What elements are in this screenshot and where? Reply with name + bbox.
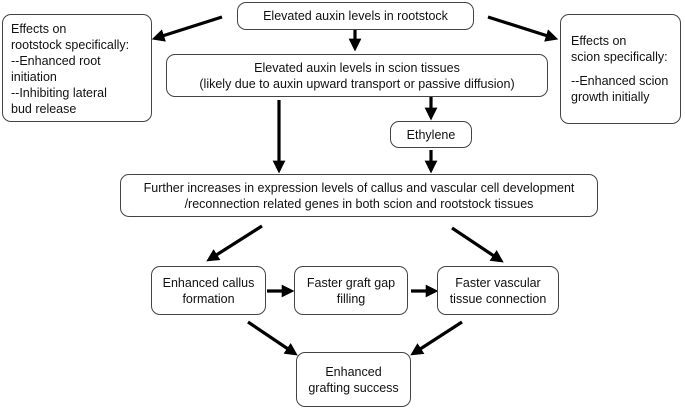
rootstock-effects-line-6: bud release bbox=[11, 102, 77, 116]
rootstock-auxin-label: Elevated auxin levels in rootstock bbox=[263, 9, 448, 23]
scion-effects-box: Effects on scion specifically: --Enhance… bbox=[560, 14, 681, 124]
rootstock-effects-line-5: --Inhibiting lateral bbox=[11, 86, 107, 100]
gene-expression-line-1: Further increases in expression levels o… bbox=[143, 180, 575, 195]
rootstock-effects-line-4: initiation bbox=[11, 70, 57, 84]
arrow-genes-to-vascular bbox=[451, 226, 504, 263]
scion-auxin-box: Elevated auxin levels in scion tissues (… bbox=[166, 54, 548, 97]
gene-expression-line-2: /reconnection related genes in both scio… bbox=[184, 196, 534, 211]
rootstock-auxin-box: Elevated auxin levels in rootstock bbox=[237, 2, 474, 30]
arrow-callus-to-success bbox=[247, 320, 298, 356]
ethylene-label: Ethylene bbox=[406, 127, 456, 142]
arrow-genes-to-callus bbox=[206, 224, 263, 262]
arrow-top-to-rootstock-effects bbox=[151, 15, 223, 42]
rootstock-effects-line-1: Effects on bbox=[11, 22, 67, 36]
scion-auxin-line-1: Elevated auxin levels in scion tissues bbox=[254, 60, 460, 75]
arrow-top-to-scion-effects bbox=[487, 15, 559, 42]
success-line-2: grafting success bbox=[308, 380, 399, 395]
rootstock-effects-line-2: rootstock specifically: bbox=[11, 38, 130, 52]
vascular-line-1: Faster vascular bbox=[455, 275, 541, 290]
vascular-box: Faster vascular tissue connection bbox=[437, 266, 559, 315]
gap-filling-box: Faster graft gap filling bbox=[294, 266, 408, 315]
callus-line-2: formation bbox=[182, 291, 235, 306]
success-line-1: Enhanced bbox=[325, 364, 382, 379]
scion-effects-line-3: --Enhanced scion bbox=[571, 74, 669, 88]
success-box: Enhanced grafting success bbox=[296, 352, 411, 407]
vascular-line-2: tissue connection bbox=[449, 291, 547, 306]
rootstock-effects-box: Effects on rootstock specifically: --Enh… bbox=[2, 14, 152, 122]
arrow-vascular-to-success bbox=[410, 320, 463, 356]
gap-filling-line-2: filling bbox=[336, 291, 366, 306]
rootstock-effects-line-3: --Enhanced root bbox=[11, 54, 101, 68]
ethylene-box: Ethylene bbox=[390, 121, 472, 148]
callus-box: Enhanced callus formation bbox=[151, 266, 266, 315]
gene-expression-box: Further increases in expression levels o… bbox=[120, 174, 598, 217]
scion-effects-line-1: Effects on bbox=[571, 34, 627, 48]
callus-line-1: Enhanced callus bbox=[162, 275, 255, 290]
scion-effects-line-2: scion specifically: bbox=[571, 50, 668, 64]
scion-effects-line-4: growth initially bbox=[571, 90, 650, 104]
scion-auxin-line-2: (likely due to auxin upward transport or… bbox=[199, 76, 515, 91]
gap-filling-line-1: Faster graft gap bbox=[306, 275, 396, 290]
